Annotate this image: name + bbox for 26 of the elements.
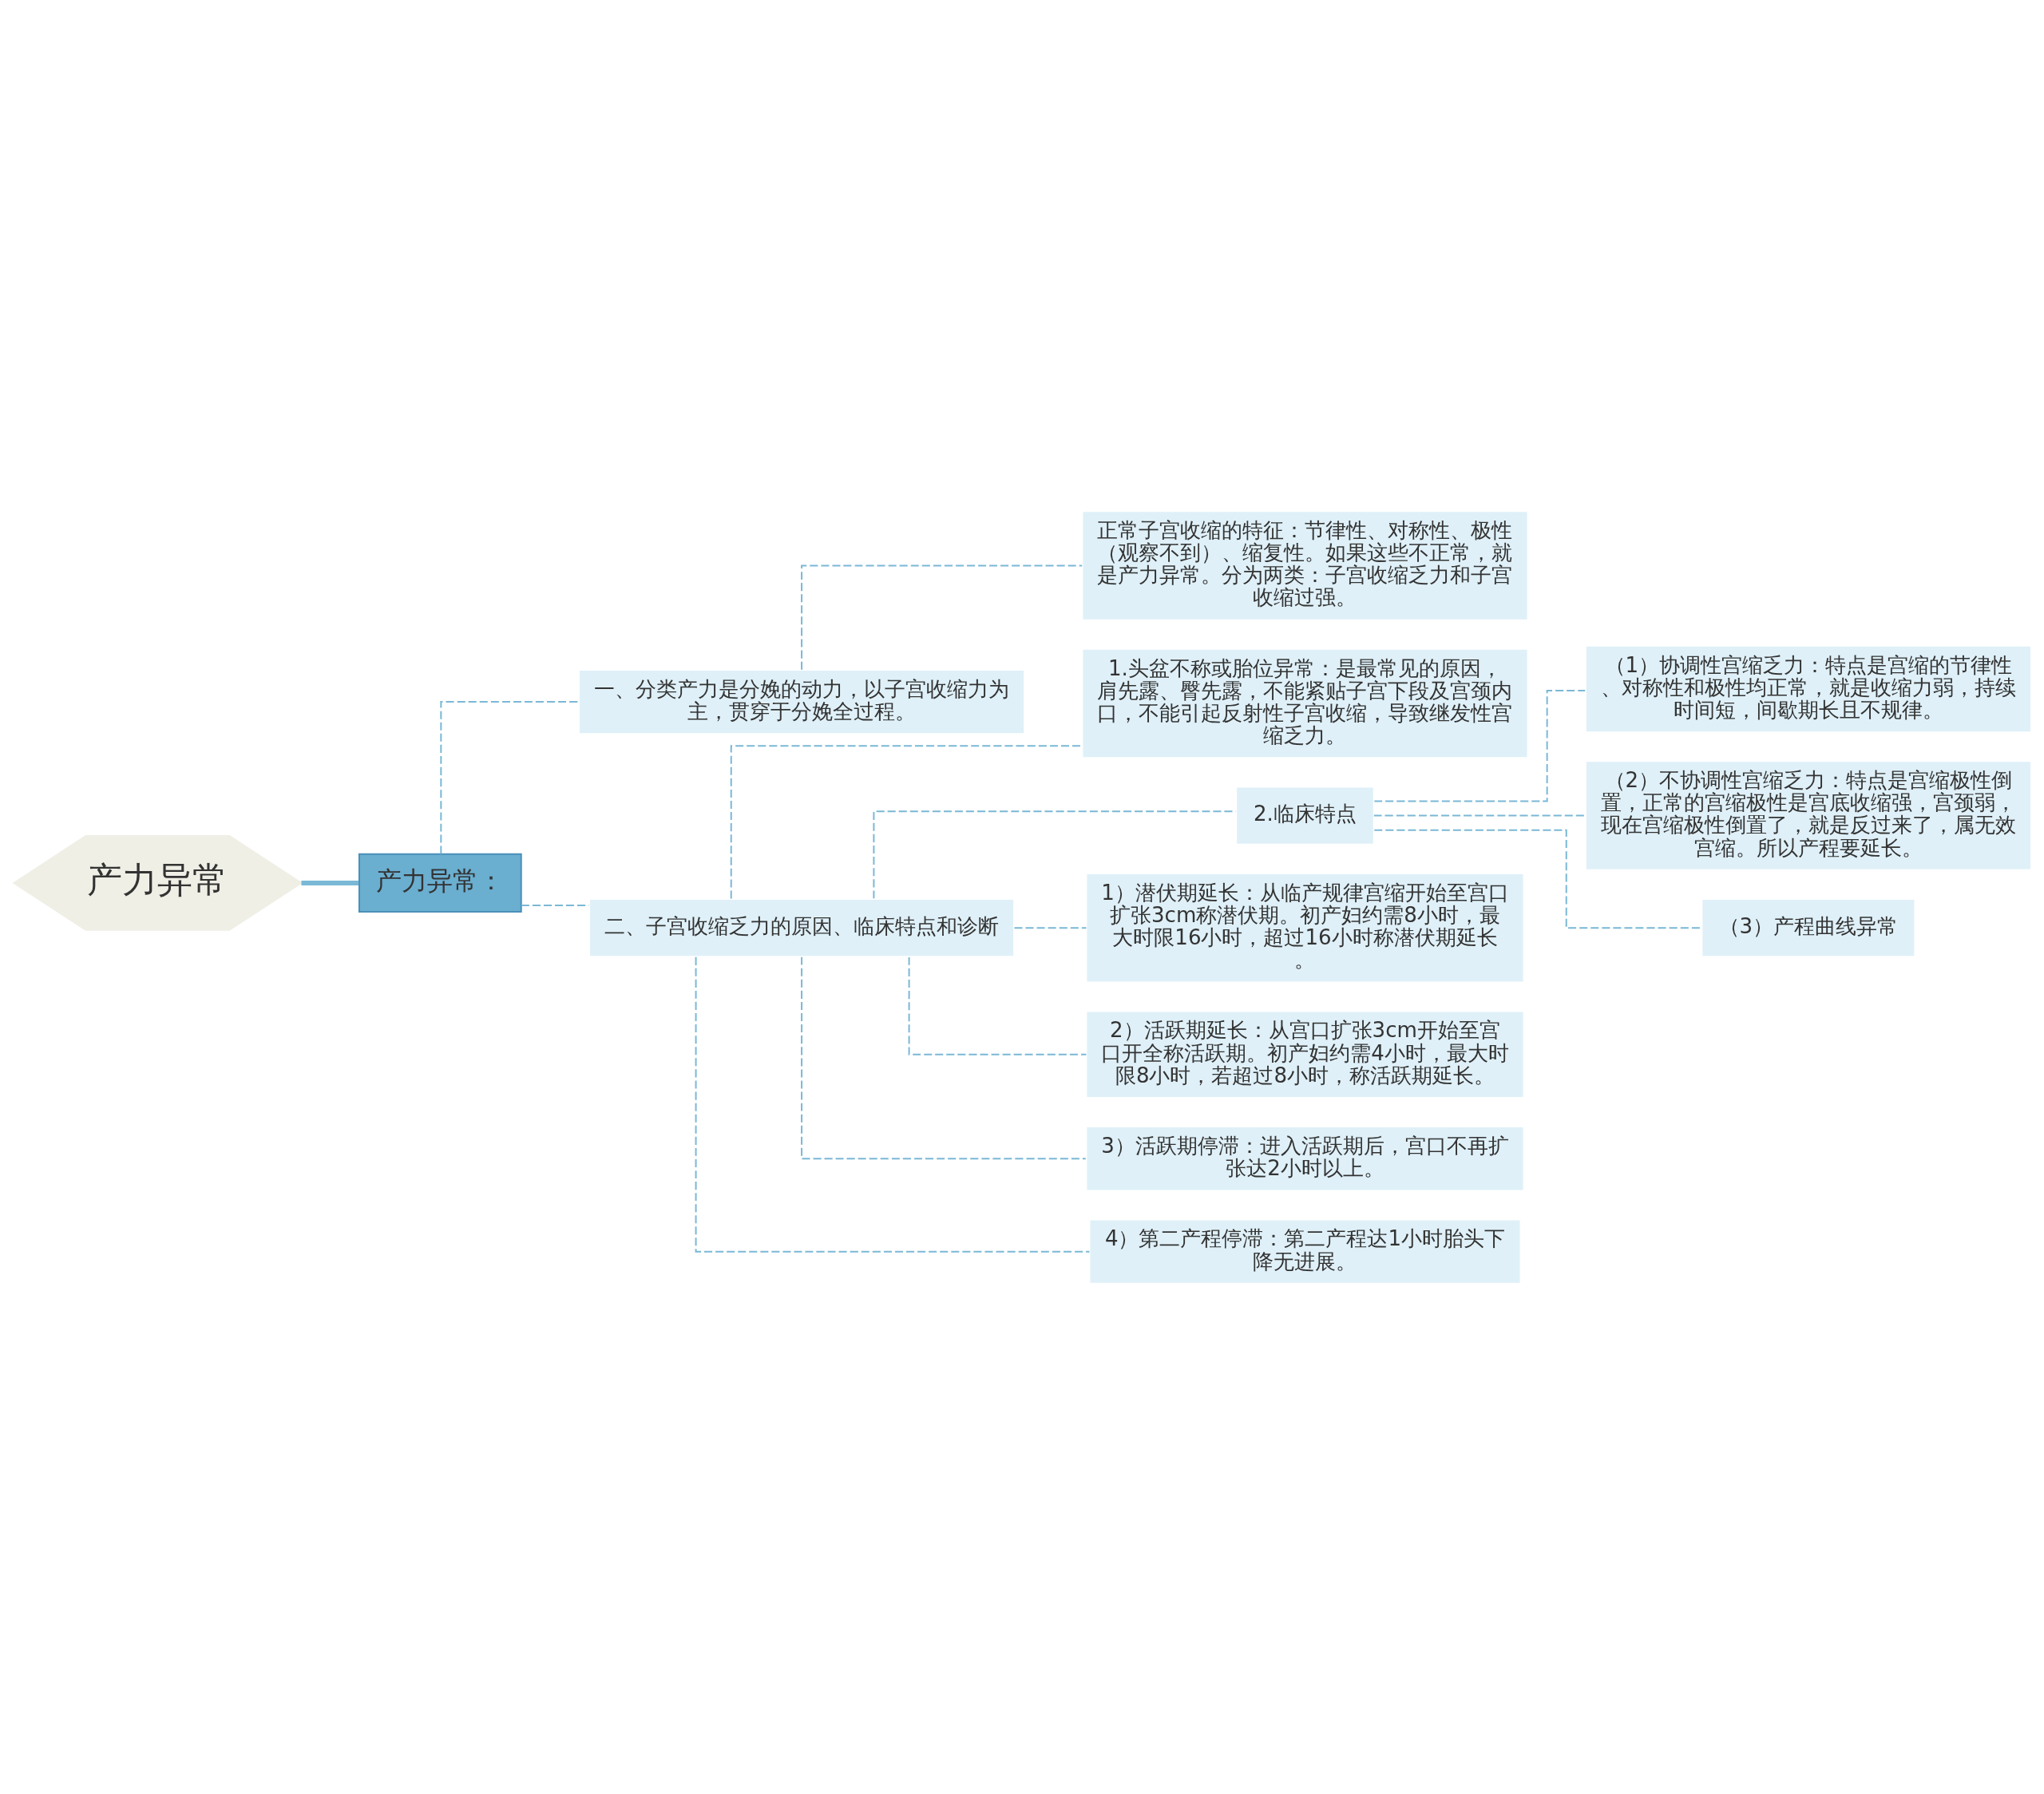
connector [1373,689,1585,802]
node-box: 二、子宫收缩乏力的原因、临床特点和诊断 [588,897,1015,957]
node-box: 4）第二产程停滞：第二产程达1小时胎头下降无进展。 [1087,1218,1522,1285]
connector [800,564,1082,670]
node-box: （2）不协调性宫缩乏力：特点是宫缩极性倒置，正常的宫缩极性是宫底收缩强，宫颈弱，现在宫缩极性倒置了，就是反过来了，属无效宫缩。所以产程要延长。 [1584,759,2032,871]
node-box: 1.头盆不称或胎位异常：是最常见的原因，肩先露、臀先露，不能紧贴子宫下段及宫颈内口，不能引起反射性子宫收缩，导致继发性宫缩乏力。 [1080,648,1529,758]
node-box: 2.临床特点 [1234,785,1375,846]
node-box: 产力异常： [358,853,522,913]
connector [800,956,1086,1159]
node-box: 正常子宫收缩的特征：节律性、对称性、极性（观察不到）、缩复性。如果这些不正常，就是产力异常。分为两类：子宫收缩乏力和子宫收缩过强。 [1080,509,1529,621]
node-box: （1）协调性宫缩乏力：特点是宫缩的节律性、对称性和极性均正常，就是收缩力弱，持续时间短，间歇期长且不规律。 [1584,644,2032,733]
node-box: （3）产程曲线异常 [1700,897,1915,957]
connector [872,810,1236,898]
connector [300,880,358,885]
connector [695,956,1089,1253]
connector [1014,926,1086,929]
connector [439,700,578,853]
node-box: 2）活跃期延长：从宫口扩张3cm开始至宫口开全称活跃期。初产妇约需4小时，最大时限8小时，若超过8小时，称活跃期延长。 [1084,1010,1525,1099]
connector [1373,814,1586,817]
connector [521,904,589,906]
connector [730,744,1082,899]
node-box: 1）潜伏期延长：从临产规律宫缩开始至宫口扩张3cm称潜伏期。初产妇约需8小时，最大时限16小时，超过16小时称潜伏期延长。 [1084,872,1525,983]
node-box: 一、分类产力是分娩的动力，以子宫收缩力为主，贯穿于分娩全过程。 [577,668,1025,735]
connector [908,956,1086,1055]
node-box: 3）活跃期停滞：进入活跃期后，宫口不再扩张达2小时以上。 [1084,1125,1525,1191]
connector [1373,829,1701,929]
